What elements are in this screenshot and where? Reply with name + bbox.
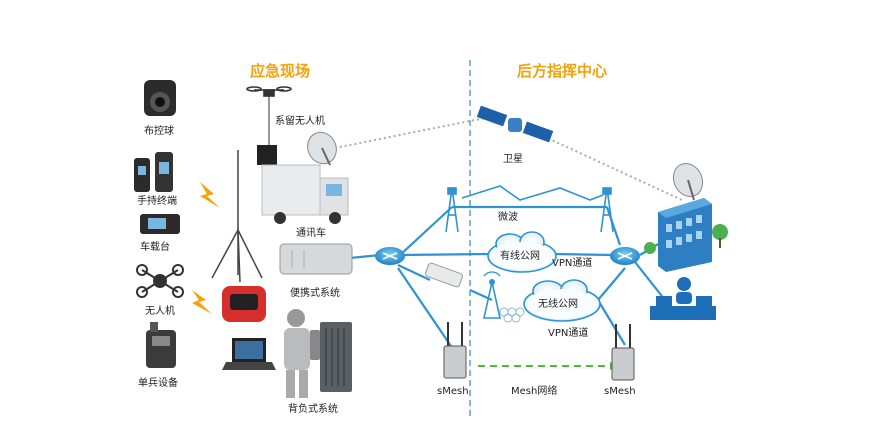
wireless-bolt-icon (200, 182, 220, 208)
backpack-system-label: 背负式系统 (288, 402, 338, 415)
wireless-bolt-icon (192, 290, 212, 314)
comm-vehicle-label: 通讯车 (296, 226, 326, 239)
operator-desk (650, 277, 716, 320)
comm-vehicle-icon (261, 164, 321, 216)
satellite-uplink (324, 117, 486, 151)
cellular-tower-icon (483, 281, 501, 319)
drone-label: 无人机 (145, 304, 175, 317)
drone-icon (153, 274, 167, 288)
ptz-ball-device (144, 80, 176, 116)
command-dish-icon (672, 162, 704, 201)
backpack-person (284, 309, 320, 398)
handheld-device (134, 152, 173, 192)
portable-system-label: 便携式系统 (290, 286, 340, 299)
vpn-wired-label: VPN通道 (552, 256, 592, 269)
vehicle-terminal-label: 车载台 (140, 240, 170, 253)
portable-system (279, 243, 353, 275)
access-point (425, 262, 463, 288)
wired-public-label: 有线公网 (500, 249, 540, 262)
wireless-public-cloud (523, 279, 601, 322)
section-title-command-center: 后方指挥中心 (517, 62, 607, 80)
person-icon (287, 309, 305, 327)
router-right (610, 247, 640, 265)
vpn-wireless-label: VPN通道 (548, 326, 588, 339)
soldier-device-label: 单兵设备 (138, 376, 178, 389)
section-title-field: 应急现场 (250, 62, 310, 80)
generator (222, 286, 266, 322)
backpack-system-icon (320, 322, 352, 392)
tethered-drone (246, 86, 292, 145)
drone-device (136, 264, 184, 298)
smesh-right-label: sMesh (604, 386, 636, 397)
satellite-icon (476, 105, 508, 127)
operator-icon (677, 277, 691, 291)
soldier-device (146, 322, 176, 368)
microwave-tower-right (600, 187, 614, 233)
satellite (476, 105, 554, 143)
ptz-ball-label: 布控球 (144, 124, 174, 137)
access-point-icon (425, 262, 463, 288)
backpack-system-unit (320, 322, 352, 392)
smesh-left-label: sMesh (437, 386, 469, 397)
router-left (375, 247, 405, 265)
microwave-label: 微波 (498, 210, 518, 223)
soldier-device-icon (146, 330, 176, 368)
command-center-building (644, 198, 728, 272)
handheld-label: 手持终端 (137, 194, 177, 207)
tethered-drone-icon (263, 89, 275, 97)
wireless-public-label: 无线公网 (538, 297, 578, 310)
antenna-mast (211, 150, 263, 283)
microwave-link (461, 185, 604, 201)
wired-public-cloud (487, 231, 557, 273)
smesh-icon (611, 347, 635, 381)
network-links (349, 205, 666, 353)
vehicle-dish-icon (307, 131, 337, 166)
laptop (222, 338, 276, 370)
smesh-right-unit (611, 324, 635, 381)
microwave-tower-left (445, 187, 459, 233)
comm-vehicle (261, 164, 349, 224)
satellite-label: 卫星 (503, 153, 523, 165)
tethered-drone-label: 系留无人机 (275, 114, 325, 127)
smesh-left-unit (443, 322, 467, 379)
tethered-drone-box (257, 145, 277, 165)
vehicle-terminal-device (140, 214, 180, 234)
cellular-tower (483, 271, 525, 323)
portable-system-icon (279, 243, 353, 275)
smesh-icon (443, 345, 467, 379)
mesh-network-label: Mesh网络 (511, 384, 557, 397)
